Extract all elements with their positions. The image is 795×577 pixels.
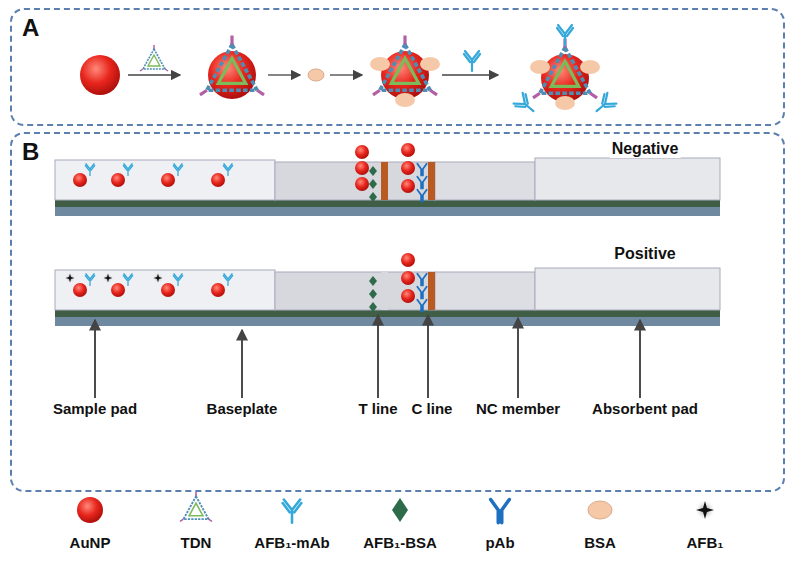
- part-label: C line: [410, 400, 455, 417]
- panel-letter: B: [22, 138, 39, 166]
- legend-text: AFB₁-mAb: [254, 534, 329, 551]
- part-label: NC member: [474, 400, 562, 417]
- legend-text: AFB₁-BSA: [363, 534, 437, 551]
- part-label: Baseplate: [205, 400, 280, 417]
- panel-box: A: [10, 8, 785, 126]
- part-label: Absorbent pad: [590, 400, 700, 417]
- part-label: Sample pad: [51, 400, 139, 417]
- legend-text: AuNP: [70, 534, 111, 551]
- part-label: T line: [356, 400, 399, 417]
- legend-text: BSA: [584, 534, 616, 551]
- legend-text: pAb: [485, 534, 514, 551]
- legend-text: TDN: [181, 534, 212, 551]
- state-label: Positive: [612, 245, 677, 263]
- legend-text: AFB₁: [686, 534, 723, 551]
- state-label: Negative: [610, 140, 681, 158]
- panel-box: B: [10, 132, 785, 492]
- panel-letter: A: [22, 14, 39, 42]
